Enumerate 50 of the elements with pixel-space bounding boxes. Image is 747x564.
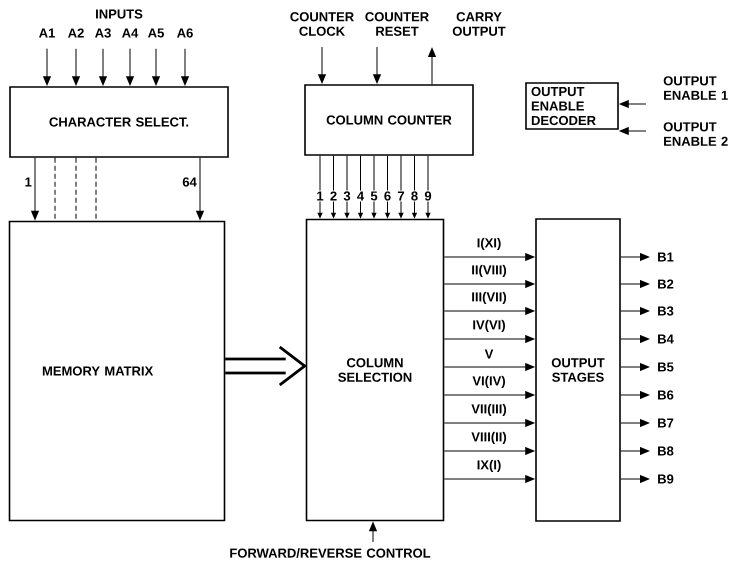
- edge-label: 9: [423, 190, 433, 202]
- edge-label: III(VII): [470, 290, 508, 306]
- block-box: CHARACTER SELECT.: [9, 86, 229, 158]
- signal-label: B1: [658, 252, 674, 262]
- dashed-line: [54, 157, 56, 222]
- edge-label: IV(VI): [471, 318, 507, 334]
- edge-label: 2: [328, 190, 338, 202]
- signal-label: FORWARD/REVERSE CONTROL: [230, 548, 430, 558]
- block-box: OUTPUT STAGES: [535, 218, 621, 522]
- edge-label: II(VIII): [470, 264, 508, 278]
- edge-label: 7: [396, 190, 406, 202]
- signal-label: A5: [148, 28, 164, 38]
- signal-label: B6: [658, 390, 674, 400]
- edge-label: 1: [24, 176, 33, 188]
- block-box: MEMORY MATRIX: [8, 220, 226, 522]
- block-box: OUTPUT ENABLE DECODER: [525, 82, 619, 130]
- block-box: COLUMN COUNTER: [304, 84, 474, 156]
- signal-label: A3: [95, 28, 111, 38]
- edge-label: 5: [369, 190, 379, 202]
- edge-label: VIII(II): [470, 430, 508, 446]
- signal-label: B9: [658, 474, 674, 484]
- edge-label: 64: [181, 176, 198, 188]
- signal-label: B8: [658, 446, 674, 456]
- signal-label: B7: [658, 418, 674, 428]
- signal-label: B3: [658, 306, 674, 316]
- signal-label: CARRY OUTPUT: [452, 12, 506, 36]
- signal-label: A1: [39, 28, 55, 38]
- edge-label: 8: [410, 190, 420, 202]
- edge-label: I(XI): [476, 236, 502, 252]
- bus-arrow: [224, 346, 308, 386]
- edge-label: 1: [315, 190, 325, 202]
- signal-label: OUTPUT ENABLE 2: [664, 122, 728, 146]
- signal-label: COUNTER RESET: [365, 12, 429, 36]
- edge-label: 4: [356, 190, 366, 202]
- edge-label: VII(III): [470, 402, 508, 418]
- signal-label: OUTPUT ENABLE 1: [664, 76, 728, 100]
- signal-label: B5: [658, 362, 674, 372]
- signal-label: A4: [122, 28, 138, 38]
- edge-label: V: [484, 348, 494, 360]
- edge-label: 6: [382, 190, 392, 202]
- edge-label: 3: [342, 190, 352, 202]
- signal-label: COUNTER CLOCK: [290, 12, 354, 36]
- block-box: COLUMN SELECTION: [306, 218, 444, 522]
- edge-label: IX(I): [476, 458, 502, 474]
- edge-label: VI(IV): [471, 374, 507, 390]
- signal-label: B2: [658, 279, 674, 289]
- signal-label: A6: [177, 28, 193, 38]
- group-label: INPUTS: [96, 9, 142, 19]
- signal-label: A2: [68, 28, 84, 38]
- signal-label: B4: [658, 334, 674, 344]
